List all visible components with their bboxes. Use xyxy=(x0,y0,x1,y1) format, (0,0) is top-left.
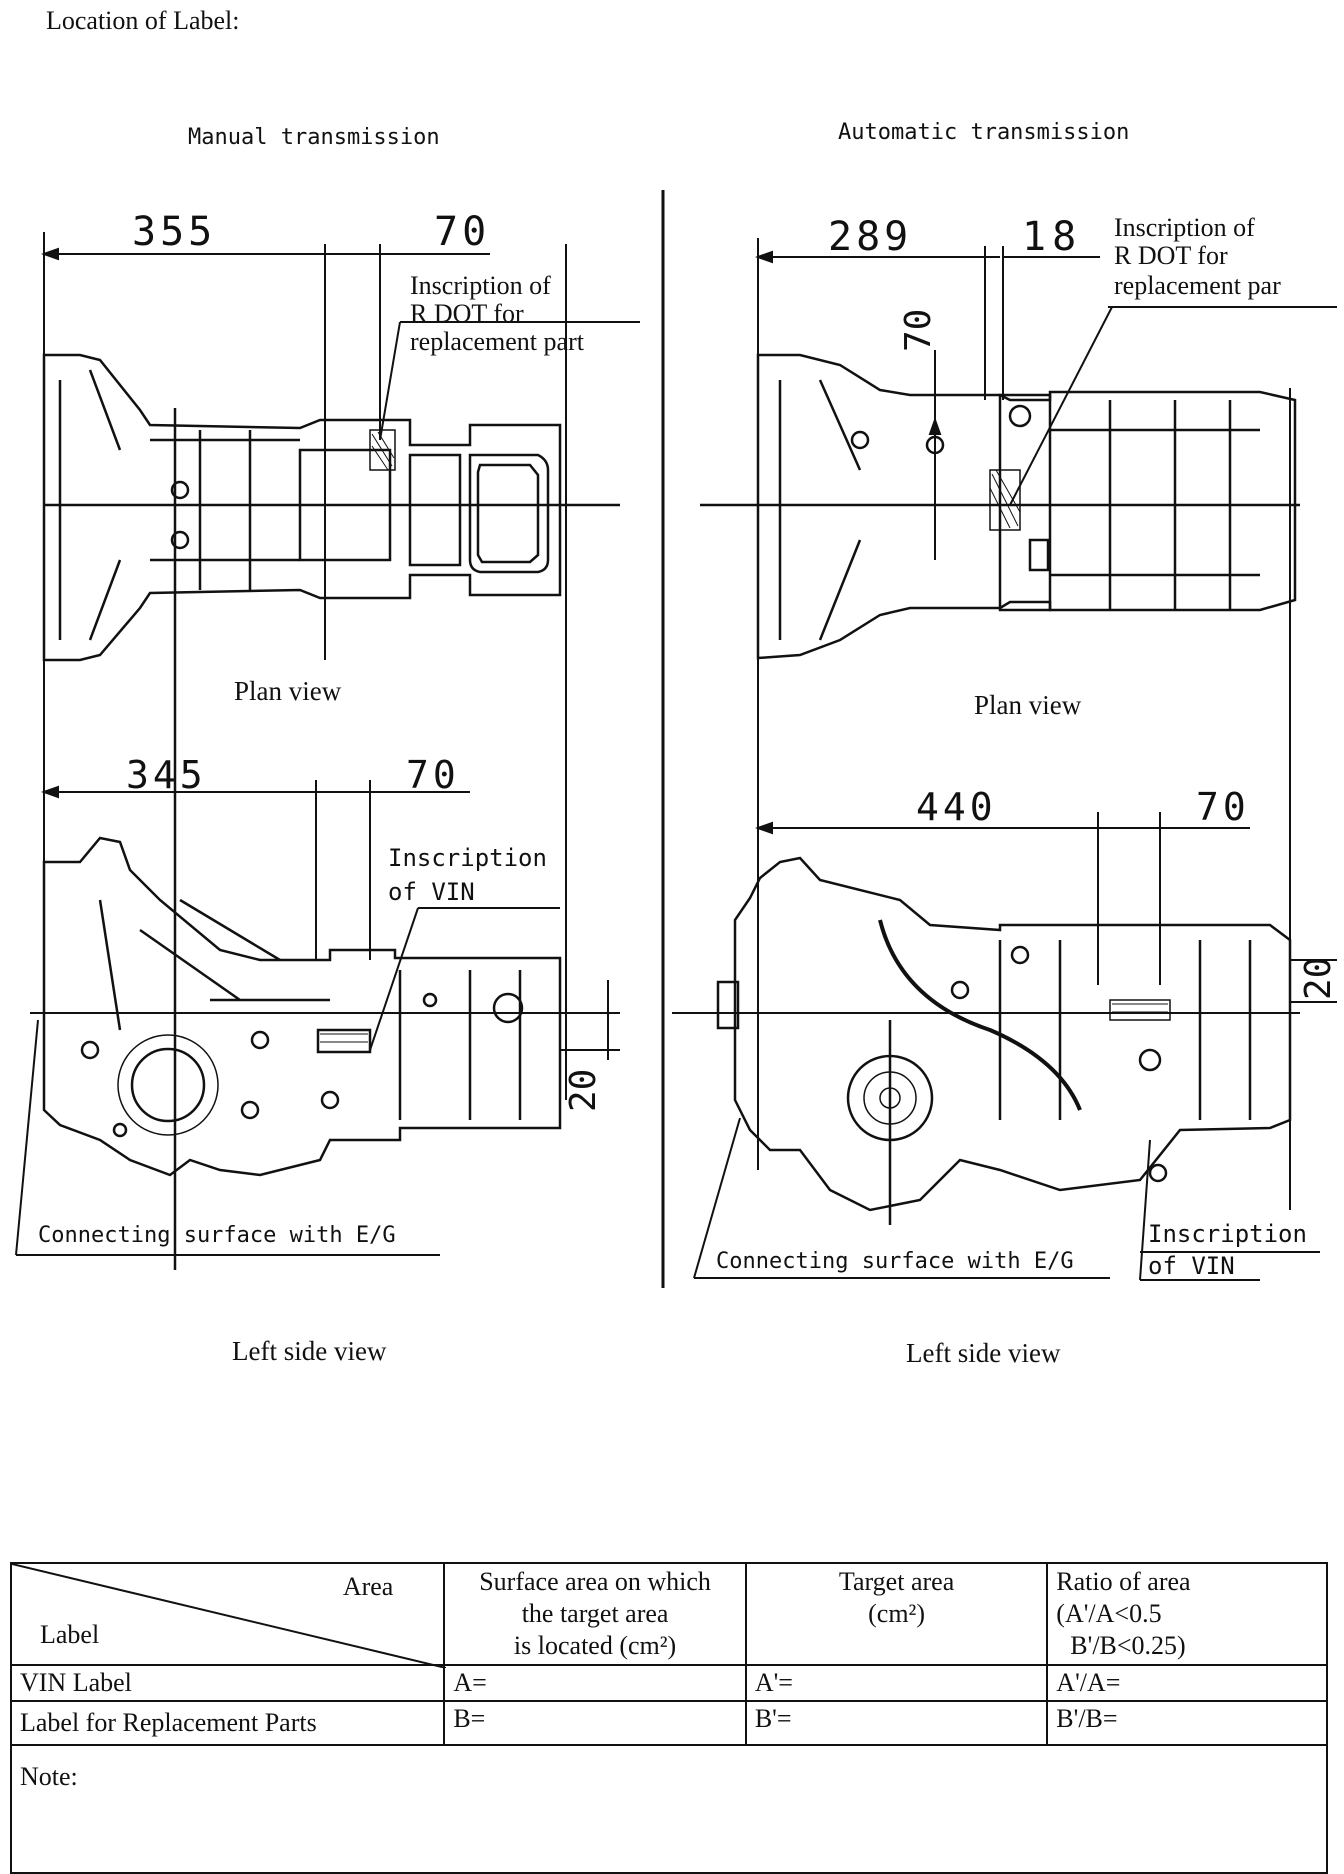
automatic-left-side-view-caption: Left side view xyxy=(906,1338,1061,1368)
manual-vin-callout-line1: Inscription xyxy=(388,844,547,872)
automatic-plan-dimension-lines xyxy=(755,238,1337,1210)
automatic-vin-callout-line1: Inscription xyxy=(1148,1220,1307,1248)
automatic-rdot-callout-line3: replacement par xyxy=(1114,271,1281,300)
cell-vin-ratio[interactable]: A'/A= xyxy=(1046,1664,1328,1702)
automatic-plan-dim-289: 289 xyxy=(828,214,912,260)
manual-plan-view-caption: Plan view xyxy=(234,676,342,706)
automatic-plan-callout-leader xyxy=(1009,306,1113,506)
cell-replacement-surface[interactable]: B= xyxy=(443,1700,747,1746)
automatic-plan-dim-18: 18 xyxy=(1022,214,1082,260)
corner-diagonal xyxy=(12,1564,446,1668)
automatic-side-transmission-outline xyxy=(716,856,1292,1225)
automatic-side-dim-440: 440 xyxy=(916,785,997,829)
automatic-plan-view-caption: Plan view xyxy=(974,690,1082,720)
header-surface-line1: Surface area on which xyxy=(479,1567,711,1596)
manual-rdot-callout-line3: replacement part xyxy=(410,327,585,356)
manual-transmission-heading: Manual transmission xyxy=(188,125,440,150)
manual-plan-dim-355: 355 xyxy=(132,209,216,255)
header-target-line1: Target area xyxy=(838,1567,955,1596)
manual-plan-dim-70: 70 xyxy=(434,209,490,255)
manual-surface-label: Connecting surface with E/G xyxy=(38,1223,396,1248)
table-header-row: Area Label Surface area on which the tar… xyxy=(9,1562,1328,1668)
cell-replacement-ratio[interactable]: B'/B= xyxy=(1046,1700,1328,1746)
cell-replacement-target[interactable]: B'= xyxy=(744,1700,1049,1746)
note-cell[interactable]: Note: xyxy=(10,1744,1328,1874)
automatic-rdot-callout-line1: Inscription of xyxy=(1114,213,1255,242)
row-label-replacement-parts: Label for Replacement Parts xyxy=(9,1700,446,1746)
manual-rdot-callout-line1: Inscription of xyxy=(410,271,551,300)
header-target-line2: (cm²) xyxy=(868,1599,925,1628)
header-target-area: Target area (cm²) xyxy=(744,1562,1049,1666)
cell-vin-surface[interactable]: A= xyxy=(443,1664,747,1702)
header-surface-line2: the target area xyxy=(521,1599,669,1628)
page-title: Location of Label: xyxy=(46,6,240,35)
row-label-vin: VIN Label xyxy=(9,1664,446,1702)
manual-plan-transmission-outline xyxy=(42,353,620,1270)
manual-plan-dimension-lines xyxy=(41,232,567,1100)
manual-vin-callout-line2: of VIN xyxy=(388,878,475,906)
corner-label-label: Label xyxy=(40,1620,100,1649)
header-surface-area: Surface area on which the target area is… xyxy=(443,1562,747,1666)
manual-side-dim-345: 345 xyxy=(126,753,207,797)
table-corner-cell: Area Label xyxy=(9,1562,446,1668)
manual-plan-callout-leader xyxy=(379,321,401,441)
manual-side-dim-20: 20 xyxy=(563,1069,604,1112)
automatic-plan-transmission-outline xyxy=(700,353,1300,660)
automatic-rdot-callout-line2: R DOT for xyxy=(1114,241,1228,270)
header-ratio-line1: Ratio of area xyxy=(1056,1567,1191,1596)
automatic-side-dim-20: 20 xyxy=(1298,957,1339,1000)
automatic-transmission-heading: Automatic transmission xyxy=(838,120,1130,145)
corner-area-label: Area xyxy=(342,1572,394,1601)
transmission-drawings: 355 70 345 70 20 289 18 70 440 70 20 Ins… xyxy=(15,190,1339,1368)
automatic-side-dimension-lines xyxy=(672,812,1337,1014)
table-row: VIN Label A= A'= A'/A= xyxy=(9,1664,1328,1702)
automatic-plan-dim-70-vertical: 70 xyxy=(898,309,939,352)
automatic-side-dim-70: 70 xyxy=(1196,785,1250,829)
table-row: Label for Replacement Parts B= B'= B'/B= xyxy=(9,1700,1328,1746)
header-ratio-line3: B'/B<0.25) xyxy=(1070,1631,1186,1660)
automatic-side-callout-leader xyxy=(1139,1139,1151,1281)
header-surface-line3: is located (cm²) xyxy=(513,1631,677,1660)
manual-side-transmission-outline xyxy=(42,836,562,1177)
automatic-surface-label: Connecting surface with E/G xyxy=(716,1249,1074,1274)
automatic-vin-callout-line2: of VIN xyxy=(1148,1252,1235,1280)
manual-side-dim-70: 70 xyxy=(406,753,460,797)
manual-rdot-callout-line2: R DOT for xyxy=(410,299,524,328)
label-area-table: Area Label Surface area on which the tar… xyxy=(9,1562,1328,1874)
cell-vin-target[interactable]: A'= xyxy=(744,1664,1049,1702)
table-note-row: Note: xyxy=(10,1744,1328,1874)
manual-side-callout-leader xyxy=(369,907,419,1051)
header-ratio-line2: (A'/A<0.5 xyxy=(1056,1599,1162,1628)
manual-left-side-view-caption: Left side view xyxy=(232,1336,387,1366)
header-ratio-area: Ratio of area (A'/A<0.5 B'/B<0.25) xyxy=(1046,1562,1328,1666)
